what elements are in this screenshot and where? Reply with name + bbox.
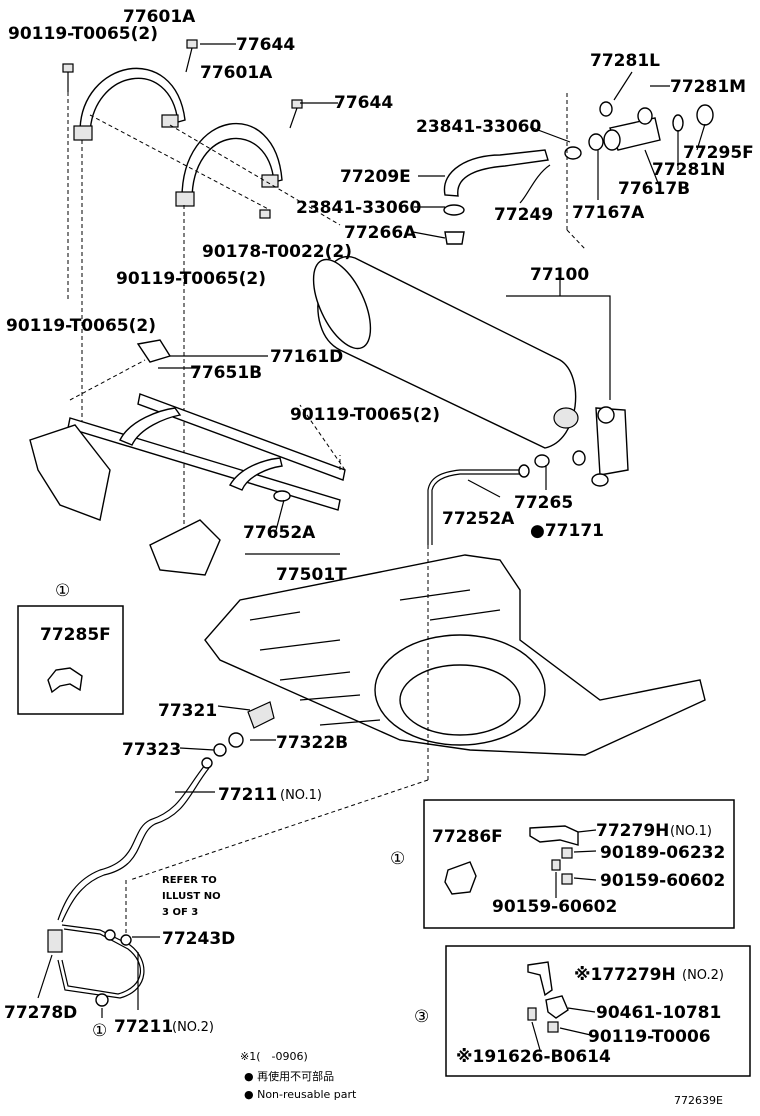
label-77279H-no2-sub: (NO.2): [682, 968, 724, 983]
valve-group: [443, 93, 714, 251]
label-77601A-b: 77601A: [200, 63, 273, 83]
label-90119-T0065-d: 90119-T0065(2): [290, 405, 440, 425]
callout-1-left: ①: [55, 581, 70, 601]
label-77252A: 77252A: [442, 509, 515, 529]
strap-front: [73, 67, 186, 141]
callout-3-box: ③: [414, 1007, 429, 1027]
detail-box-3: [445, 945, 751, 1077]
strap-rear: [175, 122, 283, 207]
detail-box-1-right: [423, 799, 735, 929]
label-90189-06232: 90189-06232: [600, 843, 725, 863]
label-90119-T0065-c: 90119-T0065(2): [6, 316, 156, 336]
floor-panel: [204, 545, 706, 780]
label-77281N: 77281N: [652, 160, 725, 180]
label-77265: 77265: [514, 493, 573, 513]
label-77211-no2-sub: (NO.2): [172, 1020, 214, 1035]
label-77321: 77321: [158, 701, 217, 721]
label-90461-10781: 90461-10781: [596, 1003, 721, 1023]
bolts-straps: [62, 39, 303, 219]
refer-line-1: REFER TO: [162, 875, 217, 886]
illustration-id: 772639E: [674, 1094, 723, 1107]
label-77644-b: 77644: [334, 93, 393, 113]
label-77279H-no2: ※177279H: [574, 965, 676, 985]
pipe-77211-no2: [47, 779, 429, 1007]
label-90159-60602-a: 90159-60602: [600, 871, 725, 891]
label-90178-T0022: 90178-T0022(2): [202, 242, 352, 262]
label-77100: 77100: [530, 265, 589, 285]
tank-frame: [29, 339, 346, 576]
refer-line-2: ILLUST NO: [162, 891, 221, 902]
callout-1-bottom: ①: [92, 1021, 107, 1041]
label-77249: 77249: [494, 205, 553, 225]
label-77651B: 77651B: [190, 363, 262, 383]
refer-line-3: 3 OF 3: [162, 907, 198, 918]
label-77644-a: 77644: [236, 35, 295, 55]
legend-en: ● Non-reusable part: [244, 1088, 357, 1101]
clip-77286F: [444, 861, 477, 895]
part-labels: 90119-T0065(2) 77601A 77644 77601A 77644…: [4, 7, 754, 1107]
callout-1-box: ①: [390, 849, 405, 869]
label-91626-B0614: ※191626-B0614: [456, 1047, 611, 1067]
label-90159-60602-b: 90159-60602: [492, 897, 617, 917]
label-77617B: 77617B: [618, 179, 690, 199]
label-77281L: 77281L: [590, 51, 660, 71]
bracket-77279H-no2: [527, 961, 569, 1033]
label-77266A: 77266A: [344, 223, 417, 243]
bracket-77279H-no1: [529, 825, 579, 885]
label-77278D: 77278D: [4, 1003, 77, 1023]
label-23841-33060-a: 23841-33060: [416, 117, 542, 137]
label-90119-T0065-a: 90119-T0065(2): [8, 24, 158, 44]
line-77252A: [427, 450, 586, 545]
pipe-77211-no1: [57, 701, 275, 923]
detail-box-1-left: [17, 605, 124, 715]
label-77286F: 77286F: [432, 827, 503, 847]
label-77211-no2: 77211: [114, 1017, 173, 1037]
label-77601A-a: 77601A: [123, 7, 196, 27]
label-77295F: 77295F: [683, 143, 754, 163]
label-77652A: 77652A: [243, 523, 316, 543]
label-23841-33060-b: 23841-33060: [296, 198, 422, 218]
label-77322B: 77322B: [276, 733, 348, 753]
label-77167A: 77167A: [572, 203, 645, 223]
label-77323: 77323: [122, 740, 181, 760]
label-77243D: 77243D: [162, 929, 235, 949]
label-77209E: 77209E: [340, 167, 411, 187]
note-range: ※1( -0906): [240, 1050, 308, 1063]
air-tank: [312, 255, 629, 487]
label-77281M: 77281M: [670, 77, 746, 97]
label-77501T: 77501T: [276, 565, 347, 585]
label-77279H-no1-sub: (NO.1): [670, 824, 712, 839]
legend-jp: ● 再使用不可部品: [244, 1069, 334, 1083]
label-90119-T0065-b: 90119-T0065(2): [116, 269, 266, 289]
assembly-lines-top: [67, 92, 341, 560]
label-90119-T0006: 90119-T0006: [588, 1027, 711, 1047]
label-77285F: 77285F: [40, 625, 111, 645]
clip-77285F: [47, 667, 83, 694]
label-77211-no1: 77211: [218, 785, 277, 805]
label-77279H-no1: 77279H: [596, 821, 669, 841]
label-77161D: 77161D: [270, 347, 343, 367]
label-77171: ●77171: [530, 521, 604, 541]
label-77211-no1-sub: (NO.1): [280, 788, 322, 803]
leader-lines: [37, 43, 706, 1051]
